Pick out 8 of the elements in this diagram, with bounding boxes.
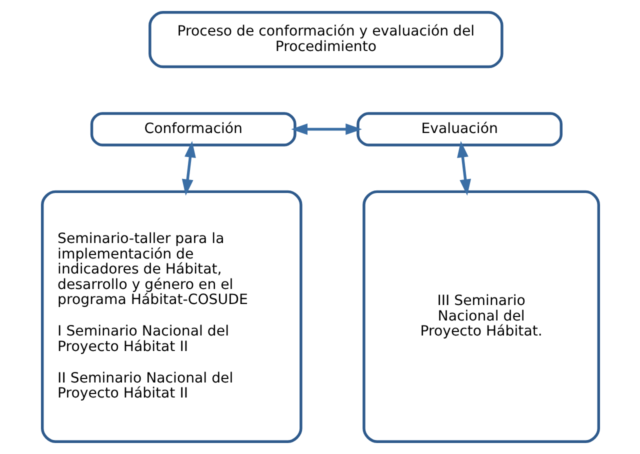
node-box: Proceso de conformación y evaluación del Procedimiento — [148, 11, 503, 68]
arrow — [290, 124, 362, 135]
node-box: Seminario-taller para la implementación de indicadores de Hábitat, desarrollo y género en el programa Hábitat-COSUDE I Seminario Nacional del Proyecto Hábitat II II Seminario Nacional del Proyecto Hábitat II — [40, 190, 302, 443]
node-box: Conformación — [90, 112, 296, 146]
arrow — [181, 141, 196, 196]
arrow — [456, 141, 471, 196]
node-box: III Seminario Nacional del Proyecto Hábitat. — [362, 190, 600, 443]
node-box: Evaluación — [356, 112, 562, 146]
